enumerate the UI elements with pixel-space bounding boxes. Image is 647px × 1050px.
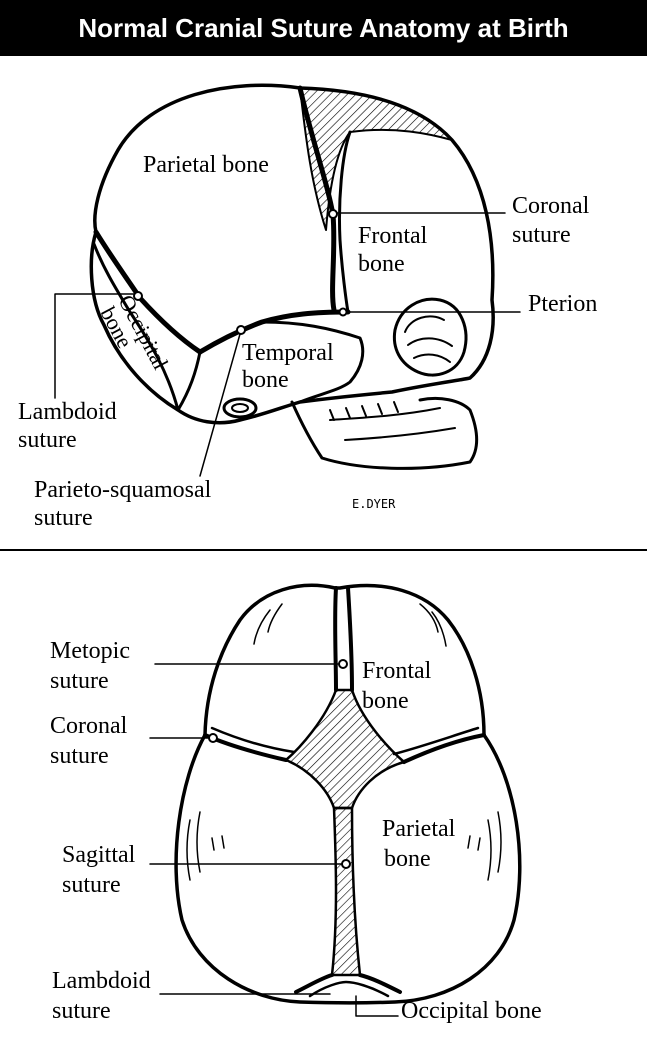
label-lambdoid-suture-lateral-1: Lambdoid — [18, 399, 117, 425]
label-lambdoid-suture-top-2: suture — [52, 998, 111, 1024]
label-coronal-suture-lateral-2: suture — [512, 222, 571, 248]
label-lambdoid-suture-lateral-2: suture — [18, 427, 77, 453]
label-coronal-suture-top-2: suture — [50, 743, 109, 769]
label-metopic-suture-1: Metopic — [50, 638, 130, 664]
frontal-bone-edge — [337, 130, 352, 314]
label-coronal-suture-top-1: Coronal — [50, 713, 128, 739]
sagittal-suture-dot — [341, 859, 351, 869]
orbit — [392, 297, 468, 377]
temporal-bone-outline — [176, 320, 365, 412]
label-frontal-bone-top-1: Frontal — [362, 658, 432, 684]
coronal-suture-dot-lateral — [328, 209, 338, 219]
label-occipital-bone-top: Occipital bone — [401, 998, 542, 1024]
lambdoid-suture-dot-lateral — [133, 291, 143, 301]
pterion-dot — [338, 307, 348, 317]
parieto-squamosal-leader — [199, 333, 241, 477]
label-parietal-bone-top-1: Parietal — [382, 816, 456, 842]
label-frontal-bone-lateral-1: Frontal — [358, 223, 428, 249]
metopic-suture-dot — [338, 659, 348, 669]
label-pterion: Pterion — [528, 291, 597, 317]
coronal-suture-dot-top — [208, 733, 218, 743]
lambdoid-suture-line-top — [294, 973, 402, 994]
suture-diagram: Parietal bone Frontal bone Coronal sutur… — [0, 83, 647, 1024]
label-sagittal-suture-2: suture — [62, 872, 121, 898]
occipital-leader — [355, 995, 399, 1017]
label-metopic-suture-2: suture — [50, 668, 109, 694]
top-skull-outline — [174, 583, 522, 1005]
frontal-bone-lower-edge — [210, 726, 480, 756]
occipital-inner-edge — [92, 242, 180, 412]
label-parietal-bone-top-2: bone — [384, 846, 431, 872]
parieto-squamosal-suture-dot — [236, 325, 246, 335]
label-lambdoid-suture-top-1: Lambdoid — [52, 968, 151, 994]
label-temporal-bone-2: bone — [242, 367, 289, 393]
lateral-skull-outline — [89, 83, 495, 425]
lambdoid-leader-lateral — [54, 293, 135, 399]
label-parieto-squamosal-2: suture — [34, 505, 93, 531]
lateral-skull-view — [54, 83, 521, 477]
metopic-suture-line-top — [333, 586, 354, 692]
mandible — [290, 396, 479, 470]
label-temporal-bone-1: Temporal — [242, 340, 334, 366]
label-parieto-squamosal-1: Parieto-squamosal — [34, 477, 212, 503]
label-parietal-bone-lateral: Parietal bone — [143, 152, 269, 178]
label-coronal-suture-lateral-1: Coronal — [512, 193, 590, 219]
anterior-fontanelle-lateral — [299, 87, 453, 231]
label-sagittal-suture-1: Sagittal — [62, 842, 136, 868]
occipital-bone-top — [308, 980, 390, 998]
ear-canal — [222, 397, 258, 419]
label-frontal-bone-lateral-2: bone — [358, 251, 405, 277]
sagittal-suture-band — [330, 806, 362, 977]
artist-signature: E.DYER — [352, 497, 396, 511]
label-frontal-bone-top-2: bone — [362, 688, 409, 714]
page-title: Normal Cranial Suture Anatomy at Birth — [0, 0, 647, 56]
top-skull-view — [149, 583, 522, 1017]
